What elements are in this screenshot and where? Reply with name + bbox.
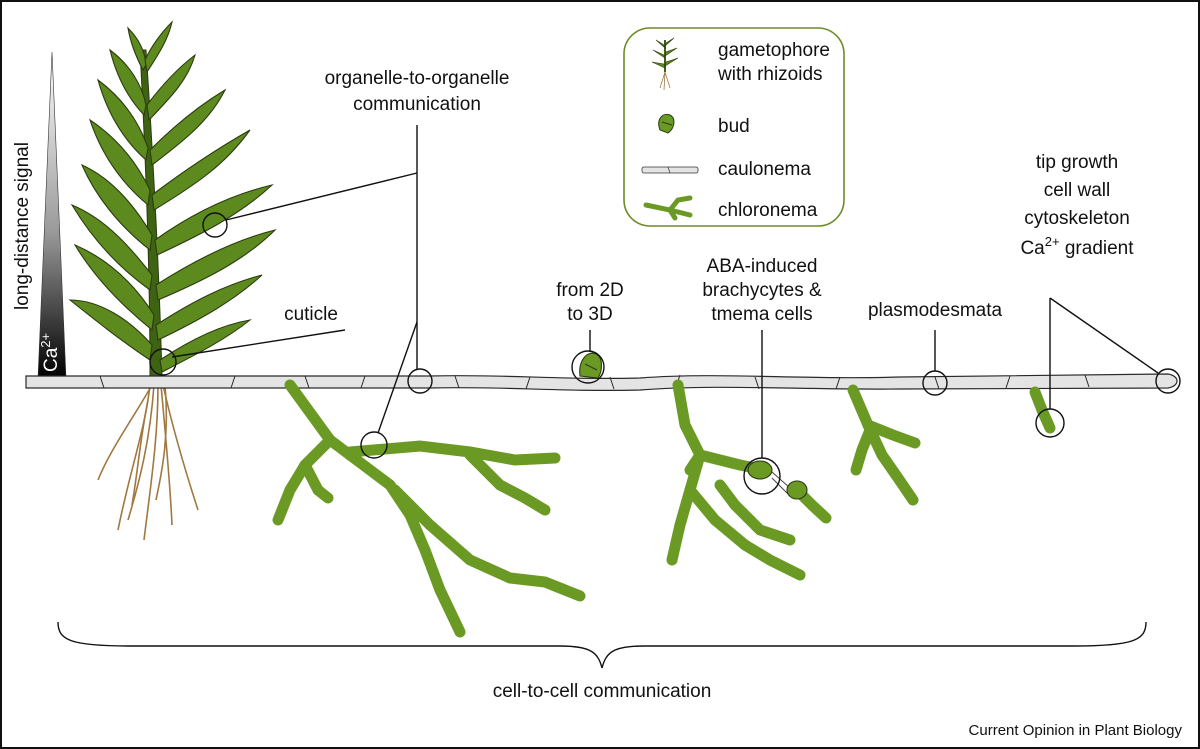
brachycytes <box>747 460 808 500</box>
chloronema-network <box>272 379 1056 638</box>
calcium-base-label: Ca2+ <box>38 333 62 372</box>
legend-chloronema: chloronema <box>718 200 818 221</box>
cell-to-cell-label: cell-to-cell communication <box>493 681 712 702</box>
legend-gametophore-line2: with rhizoids <box>717 64 823 85</box>
cell-wall-label: cell wall <box>1044 180 1111 201</box>
from-2d-label-line2: to 3D <box>567 304 612 325</box>
organelle-label-line1: organelle-to-organelle <box>325 68 510 89</box>
caulonema-filament <box>25 373 1178 392</box>
organelle-label-line2: communication <box>353 94 481 115</box>
chloronema-icon <box>643 195 693 221</box>
chloronema-left <box>272 379 586 638</box>
legend-gametophore-line1: gametophore <box>718 40 830 61</box>
gametophore-icon <box>651 37 679 91</box>
aba-label-line2: brachycytes & <box>702 280 822 301</box>
chloronema-right <box>847 384 921 506</box>
rhizoids <box>97 384 199 541</box>
legend: gametophore with rhizoids bud caulonema … <box>623 27 845 227</box>
bud-icon <box>658 113 675 134</box>
cytoskeleton-label: cytoskeleton <box>1024 208 1130 229</box>
ca-gradient-label: Ca2+ gradient <box>1020 234 1134 259</box>
aba-label-line3: tmema cells <box>711 304 812 325</box>
leader-lines <box>171 125 1159 458</box>
plasmodesmata-label: plasmodesmata <box>868 300 1003 321</box>
credit-label: Current Opinion in Plant Biology <box>969 722 1183 739</box>
legend-box <box>623 27 845 227</box>
bud <box>579 352 603 379</box>
from-2d-label-line1: from 2D <box>556 280 624 301</box>
gametophore <box>68 20 277 379</box>
long-distance-signal-label: long-distance signal <box>12 142 33 310</box>
cuticle-label: cuticle <box>284 304 338 325</box>
tip-growth-label: tip growth <box>1036 152 1118 173</box>
cell-to-cell-brace <box>57 621 1147 669</box>
legend-caulonema: caulonema <box>718 159 811 180</box>
legend-bud: bud <box>718 116 750 137</box>
caulonema-icon <box>641 166 699 174</box>
chloronema-tip-branch <box>1029 386 1056 434</box>
aba-label-line1: ABA-induced <box>707 256 818 277</box>
